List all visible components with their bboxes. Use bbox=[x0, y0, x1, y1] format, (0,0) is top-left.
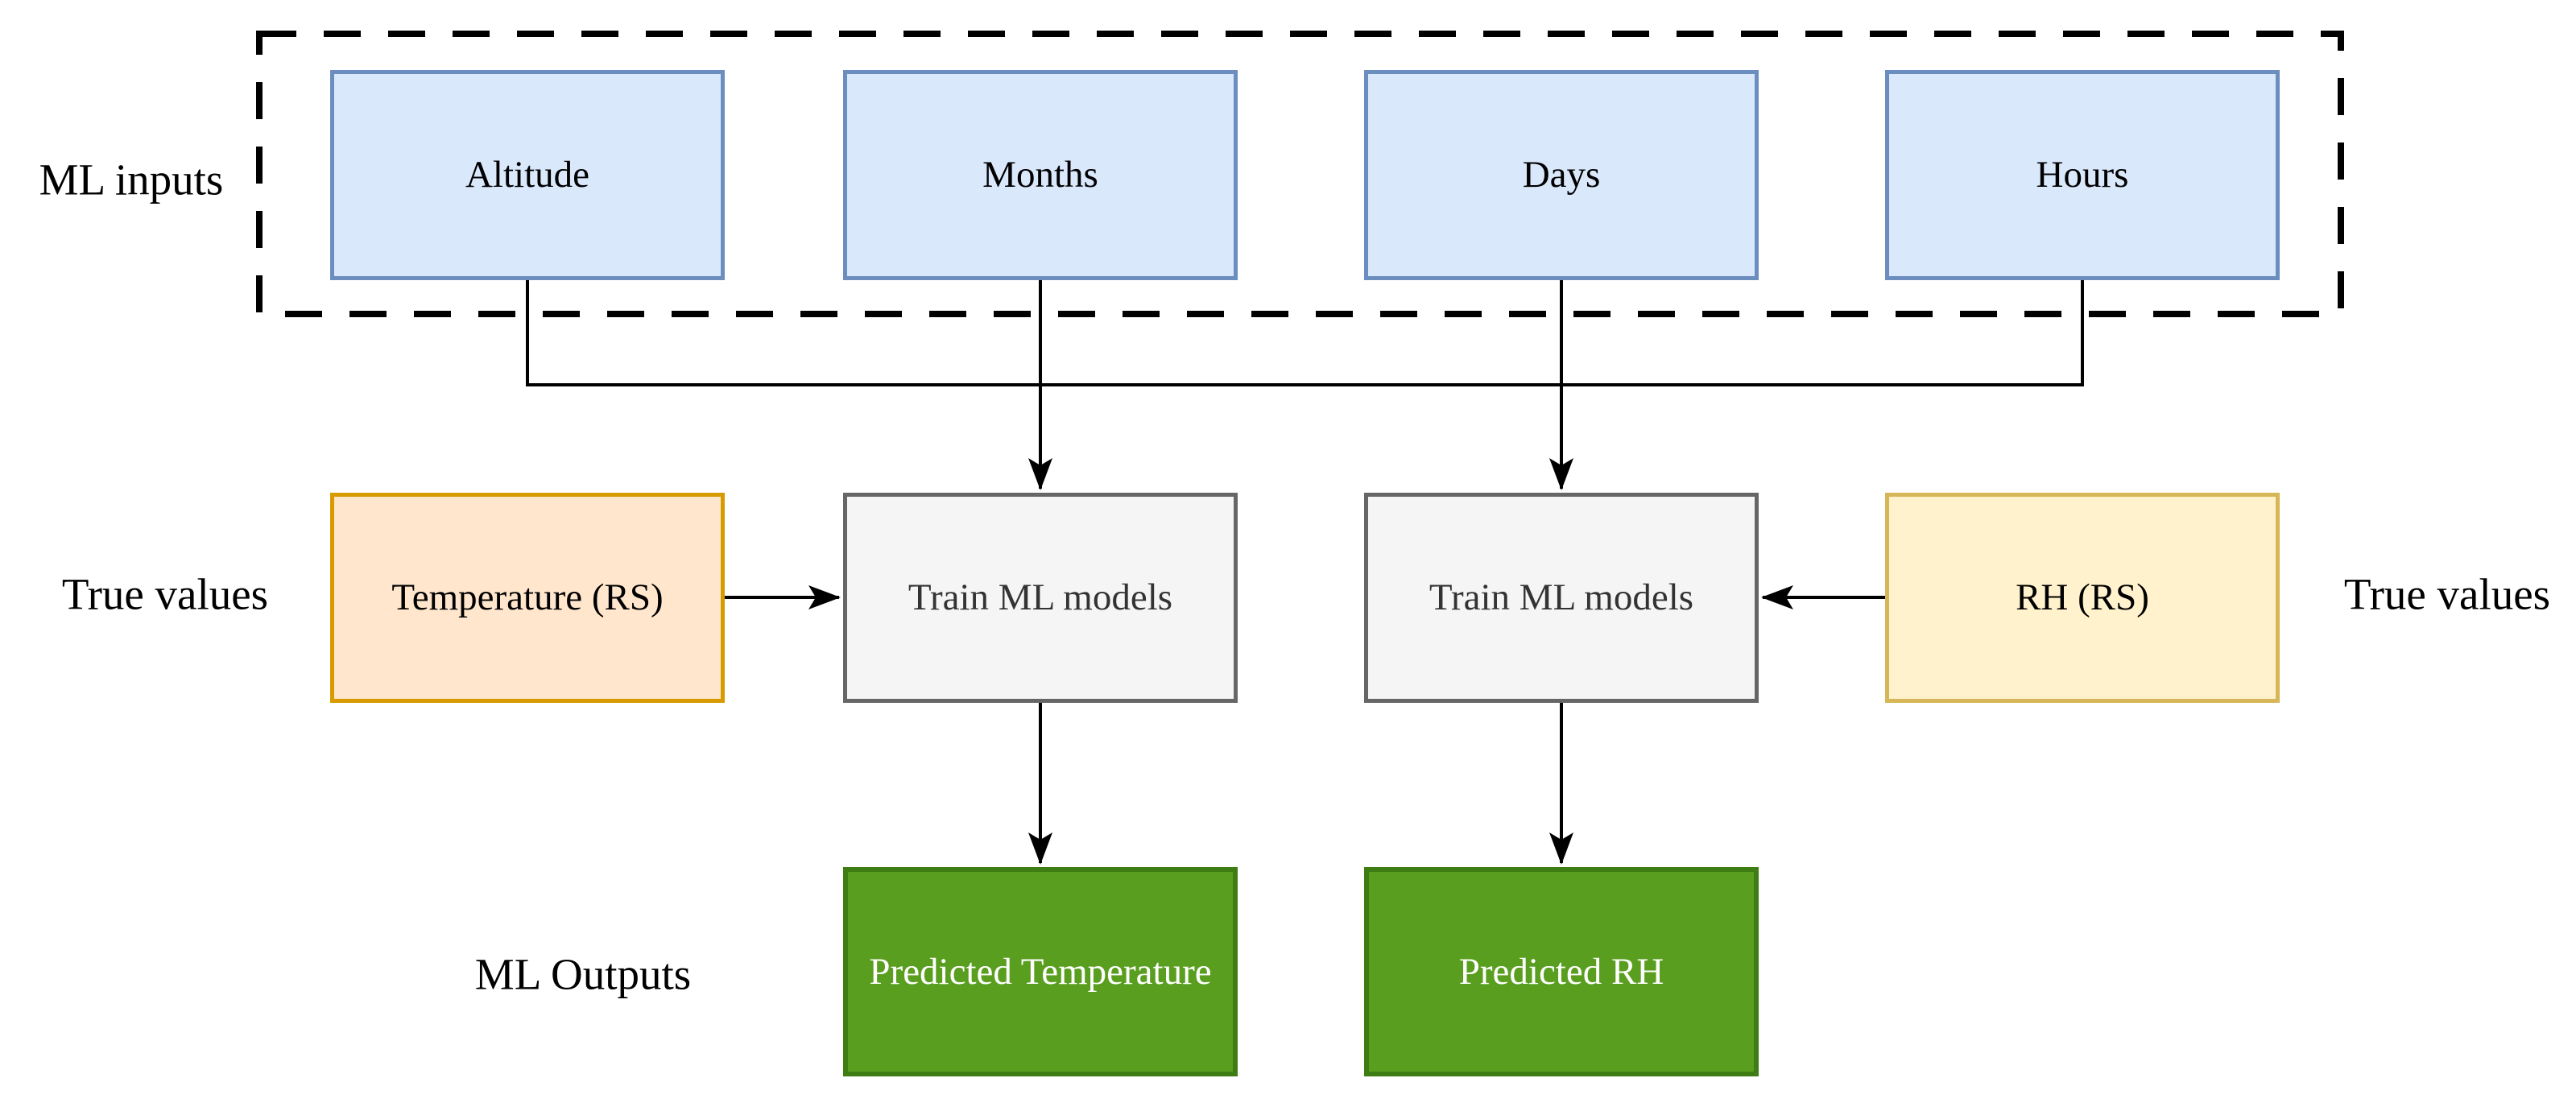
true-values-right-label: True values bbox=[2343, 569, 2551, 619]
true-values-left-label: True values bbox=[61, 569, 269, 619]
connector-inputs-bus bbox=[526, 280, 2084, 386]
input-box-hours: Hours bbox=[1885, 70, 2280, 280]
process-box-train-ml-models-2: Train ML models bbox=[1364, 493, 1759, 703]
input-box-altitude: Altitude bbox=[330, 70, 725, 280]
true-value-box-rh-rs: RH (RS) bbox=[1885, 493, 2280, 703]
ml-inputs-label: ML inputs bbox=[39, 155, 224, 204]
process-box-train-ml-models-1: Train ML models bbox=[843, 493, 1238, 703]
output-box-predicted-rh: Predicted RH bbox=[1364, 867, 1759, 1076]
true-value-box-temperature-rs: Temperature (RS) bbox=[330, 493, 725, 703]
input-box-days: Days bbox=[1364, 70, 1759, 280]
ml-outputs-label: ML Outputs bbox=[474, 949, 692, 999]
input-box-months: Months bbox=[843, 70, 1238, 280]
output-box-predicted-temperature: Predicted Temperature bbox=[843, 867, 1238, 1076]
